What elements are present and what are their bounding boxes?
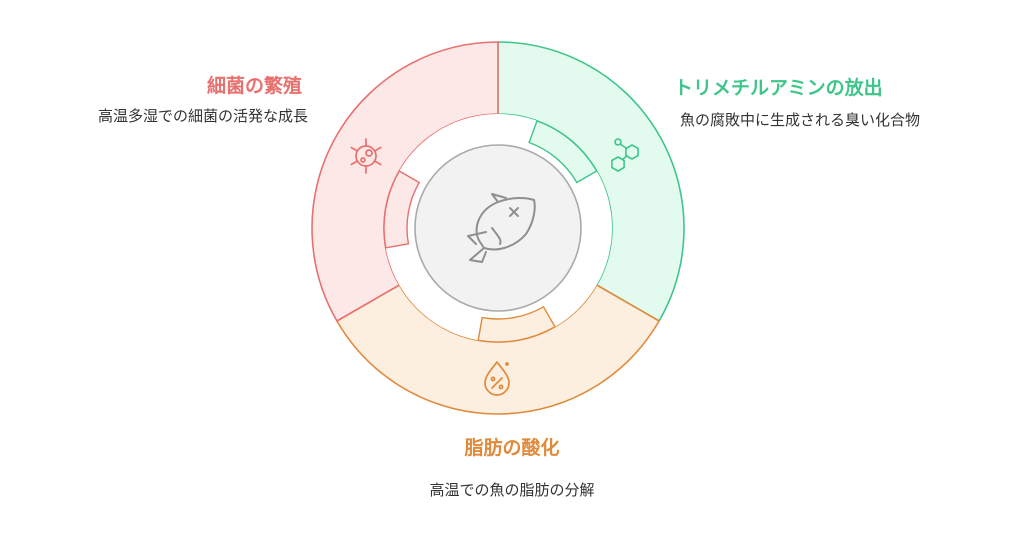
- bacteria-icon: [350, 138, 382, 174]
- connector-oxidation: [477, 305, 556, 343]
- molecule-icon: [611, 138, 639, 172]
- center-circle: [414, 144, 582, 312]
- desc-tma: 魚の腐敗中に生成される臭い化合物: [680, 111, 921, 129]
- title-oxidation: 脂肪の酸化: [464, 437, 560, 459]
- percent-drop-icon: [484, 361, 510, 396]
- title-bacteria: 細菌の繁殖: [206, 75, 302, 97]
- connector-bacteria: [383, 170, 421, 249]
- title-tma: トリメチルアミンの放出: [674, 77, 883, 99]
- connector-tma: [528, 119, 598, 184]
- label-oxidation: 脂肪の酸化 高温での魚の脂肪の分解: [429, 436, 594, 500]
- label-tma: トリメチルアミンの放出 魚の腐敗中に生成される臭い化合物: [674, 76, 920, 130]
- fish-icon: [467, 193, 536, 263]
- label-bacteria: 細菌の繁殖 高温多湿での細菌の活発な成長: [98, 74, 308, 126]
- desc-bacteria: 高温多湿での細菌の活発な成長: [97, 107, 308, 125]
- desc-oxidation: 高温での魚の脂肪の分解: [429, 481, 595, 499]
